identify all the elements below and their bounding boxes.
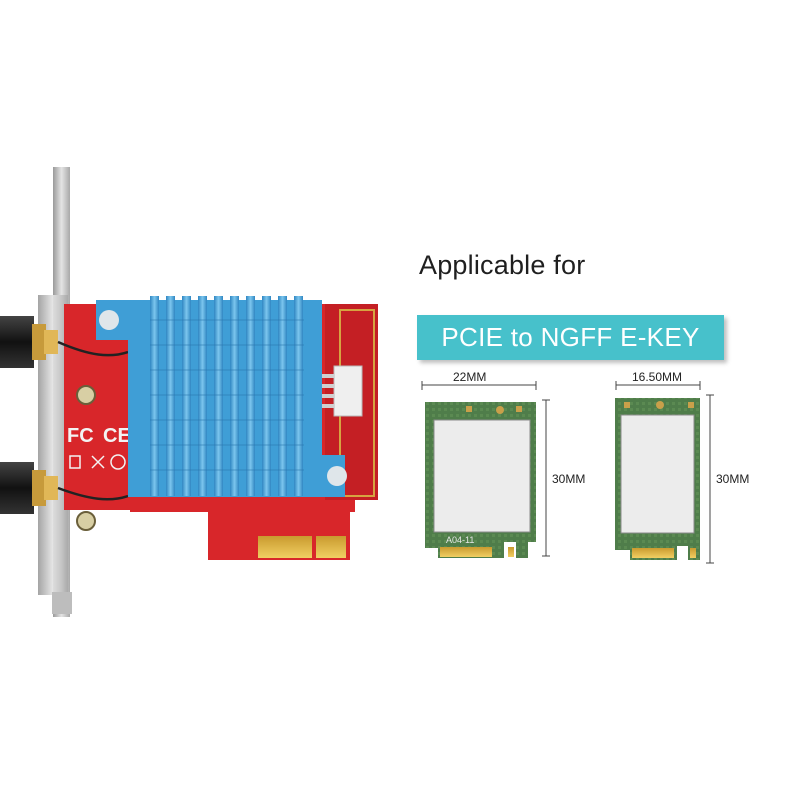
card-a-width-label: 22MM <box>453 370 487 384</box>
compatibility-banner: PCIE to NGFF E-KEY <box>417 315 724 360</box>
ngff-card-1630-narrow <box>615 381 714 564</box>
card-b-height-label: 30MM <box>716 472 750 486</box>
pcie-bracket <box>38 167 72 617</box>
cert-mark-fc: FC <box>67 425 94 447</box>
recycle-icons <box>69 454 126 470</box>
antenna-connector-top <box>0 316 58 368</box>
card-b-width-label: 16.50MM <box>632 370 683 384</box>
card-a-height-label: 30MM <box>552 472 586 486</box>
heatsink-fins <box>150 296 303 496</box>
heatsink-pin-right <box>327 466 347 486</box>
headline: Applicable for <box>419 250 586 280</box>
pcie-adapter-card: FC CE <box>0 167 378 617</box>
coax-cable-bottom <box>57 486 129 501</box>
bluetooth-header <box>322 365 363 417</box>
card-a-marking: A04-11 <box>446 535 474 545</box>
pcie-edge-connector <box>208 510 350 560</box>
screw-bottom <box>76 511 96 531</box>
antenna-connector-bottom <box>0 462 58 514</box>
ngff-card-2230-wide: A04-11 <box>421 381 550 558</box>
heatsink-pin-left <box>99 310 119 330</box>
screw-top <box>76 385 96 405</box>
coax-cable-top <box>57 340 129 357</box>
cert-mark-ce: CE <box>103 425 131 447</box>
heatsink <box>96 296 347 497</box>
